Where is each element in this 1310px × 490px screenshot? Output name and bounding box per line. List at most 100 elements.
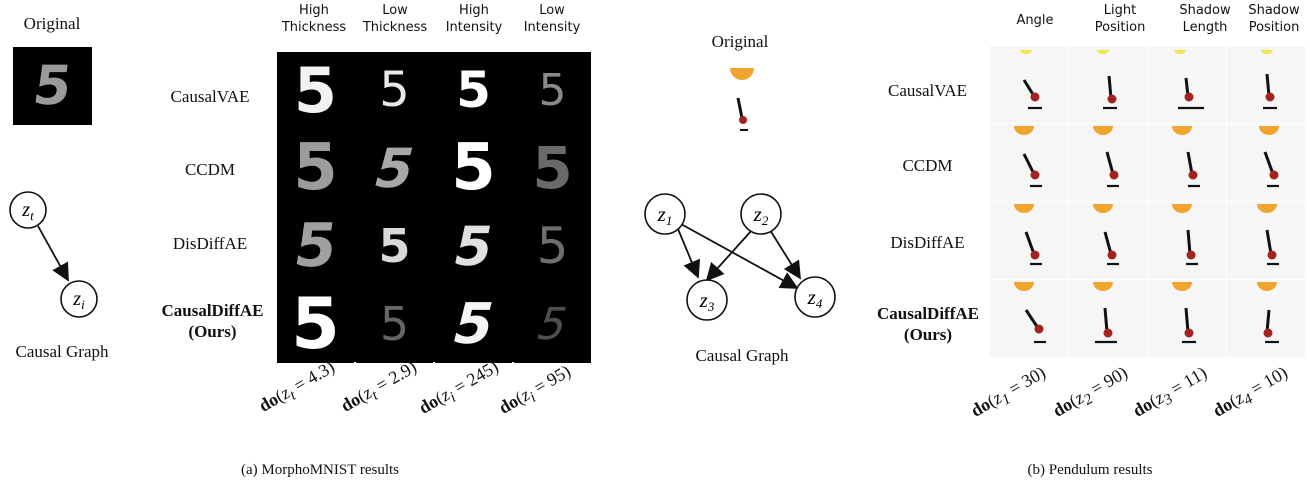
- edge-z2-z4: [769, 229, 801, 280]
- pendulum-bob: [1107, 250, 1117, 260]
- mnist-cell: 5: [435, 130, 512, 207]
- original-pendulum: [730, 68, 754, 131]
- light-source: [1014, 126, 1034, 135]
- pendulum-cell: [1069, 280, 1147, 357]
- cell-background: [990, 46, 1068, 123]
- light-source: [1014, 204, 1034, 213]
- original-digit-image: 5: [13, 47, 92, 125]
- pendulum-bob: [1269, 170, 1279, 180]
- intervention-a-1: do(zt = 4.3): [255, 356, 338, 416]
- pendulum-bob: [1034, 324, 1044, 334]
- intervention-b-2: do(z2 = 90): [1049, 362, 1131, 421]
- cell-background: [1227, 202, 1305, 279]
- cell-background: [1148, 202, 1226, 279]
- edge-z1-z3: [677, 228, 701, 279]
- pendulum-rod: [1184, 307, 1190, 333]
- pendulum-bob: [1030, 250, 1040, 260]
- original-digit: 5: [29, 54, 76, 117]
- pendulum-cell: [1148, 124, 1226, 201]
- mnist-cell: 5: [356, 208, 433, 285]
- pendulum-bob: [1030, 92, 1040, 102]
- mnist-cell: 5: [277, 52, 354, 129]
- original-label-a: Original: [23, 14, 81, 33]
- cell-background: [1148, 124, 1226, 201]
- mnist-cell: 5: [356, 52, 433, 129]
- light-source: [1172, 204, 1192, 213]
- pendulum-rod: [1265, 229, 1273, 255]
- pendulum-bob: [1186, 250, 1196, 260]
- light-source: [1257, 282, 1277, 291]
- causal-graph-b: z1 z2 z3 z4: [644, 193, 836, 321]
- cell-background: [1227, 280, 1305, 357]
- edge-z1-z4: [680, 223, 799, 289]
- pendulum-bob: [1103, 328, 1113, 338]
- intervention-b-3: do(z3 = 11): [1129, 362, 1211, 421]
- pendulum-cell: [1227, 202, 1305, 279]
- intervention-a-4: do(zi = 95): [495, 360, 574, 418]
- node-z4: [794, 276, 836, 318]
- cell-background: [1069, 280, 1147, 357]
- mnist-cell: 5: [435, 208, 512, 285]
- pendulum-rod: [736, 97, 744, 119]
- pendulum-bob: [1030, 170, 1040, 180]
- pendulum-bob: [739, 116, 747, 124]
- pendulum-rod: [1186, 229, 1192, 255]
- light-source: [730, 68, 754, 80]
- pendulum-cell: [1227, 280, 1305, 357]
- graph-label-a: Causal Graph: [15, 342, 109, 361]
- light-source: [1172, 126, 1192, 135]
- mnist-cell: 5: [277, 130, 354, 207]
- light-source: [1020, 50, 1032, 54]
- cell-background: [990, 280, 1068, 357]
- pendulum-cell: [1148, 280, 1226, 357]
- pendulum-bob: [1184, 92, 1194, 102]
- row-label-a-3: DisDiffAE: [172, 234, 248, 253]
- pendulum-cell: [1069, 202, 1147, 279]
- pendulum-rod: [1022, 153, 1036, 175]
- intervention-b-4: do(z4 = 10): [1209, 362, 1291, 421]
- light-source: [1261, 50, 1273, 54]
- light-source: [1093, 126, 1113, 135]
- pendulum-cell: [1227, 124, 1305, 201]
- node-z-t: [9, 191, 47, 229]
- pendulum-cell: [1069, 124, 1147, 201]
- original-label-b: Original: [711, 32, 769, 51]
- row-label-b-2: CCDM: [902, 156, 953, 175]
- caption-a: (a) MorphoMNIST results: [240, 462, 400, 478]
- light-source: [1097, 50, 1109, 54]
- causal-graph-a: zt zi: [9, 191, 98, 318]
- light-source: [1093, 282, 1113, 291]
- pendulum-grid: [990, 46, 1305, 357]
- node-z1: [644, 193, 686, 235]
- pendulum-rod: [1186, 151, 1194, 175]
- cell-background: [1227, 124, 1305, 201]
- mnist-cell: 5: [356, 286, 433, 363]
- node-z2: [740, 193, 782, 235]
- pendulum-bob: [1188, 170, 1198, 180]
- node-z-i: [60, 280, 98, 318]
- pendulum-cell: [990, 46, 1068, 123]
- edge-zt-zi: [37, 225, 69, 282]
- mnist-cell: 5: [514, 130, 591, 207]
- row-label-b-1: CausalVAE: [887, 81, 967, 100]
- mnist-cell: 5: [277, 208, 354, 285]
- mnist-cell: 5: [435, 286, 512, 363]
- row-label-a-4: CausalDiffAE(Ours): [161, 301, 264, 341]
- light-source: [1259, 126, 1279, 135]
- pendulum-bob: [1267, 250, 1277, 260]
- mnist-grid: 5 5 5 5 5 5 5 5 5 5 5 5 5 5 5 5: [277, 52, 591, 363]
- intervention-a-3: do(zi = 245): [415, 356, 502, 418]
- pendulum-rod: [1105, 151, 1115, 175]
- pendulum-cell: [1148, 202, 1226, 279]
- mnist-cell: 5: [514, 52, 591, 129]
- pendulum-bob: [1109, 170, 1119, 180]
- mnist-cell: 5: [514, 286, 591, 363]
- cell-background: [1227, 46, 1305, 123]
- graph-label-b: Causal Graph: [695, 346, 789, 365]
- light-source: [1093, 204, 1113, 213]
